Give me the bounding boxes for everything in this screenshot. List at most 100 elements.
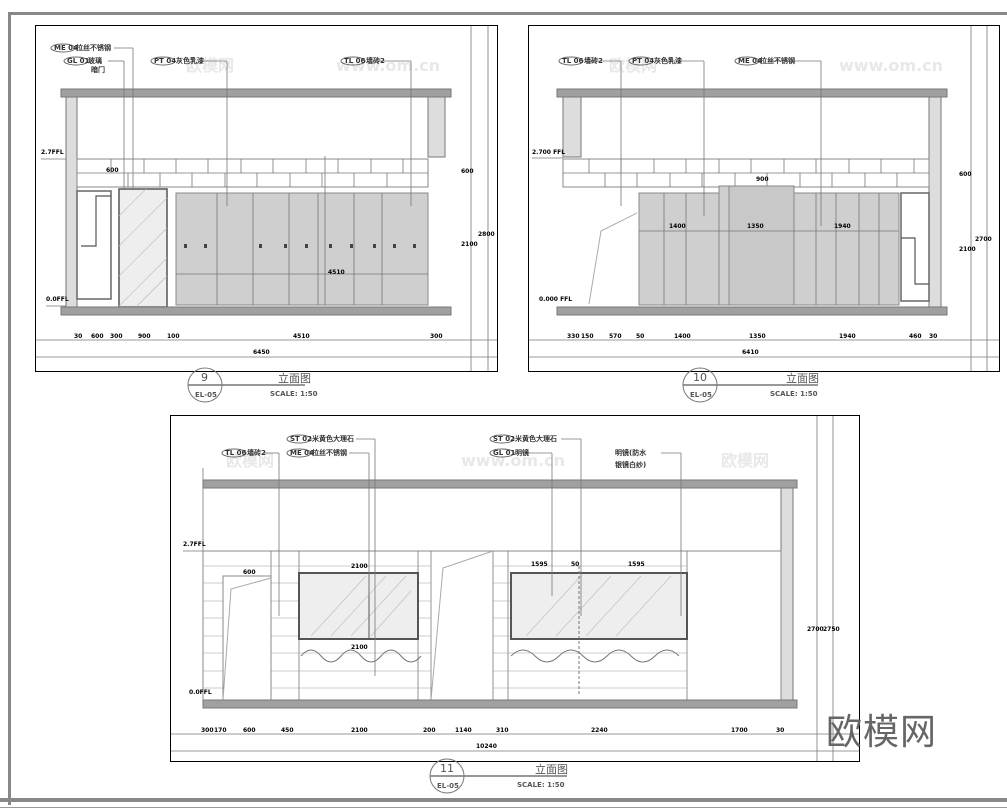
svg-text:拉丝不锈钢: 拉丝不锈钢 <box>76 43 111 52</box>
svg-text:30: 30 <box>929 333 937 340</box>
material-tag: ME 04 拉丝不锈钢 <box>734 56 795 66</box>
svg-text:米黄色大理石: 米黄色大理石 <box>311 434 354 443</box>
sheet-bottom-line <box>0 807 1007 808</box>
svg-text:1400: 1400 <box>674 333 691 340</box>
svg-text:600: 600 <box>106 167 119 174</box>
svg-text:TL 06: TL 06 <box>344 57 366 65</box>
material-tag: TL 06 墙砖2 <box>340 56 385 66</box>
svg-text:SCALE: 1:50: SCALE: 1:50 <box>517 781 565 789</box>
svg-text:EL-05: EL-05 <box>690 391 712 399</box>
svg-text:1140: 1140 <box>455 727 472 734</box>
svg-text:SCALE: 1:50: SCALE: 1:50 <box>770 390 818 398</box>
svg-text:墙砖2: 墙砖2 <box>366 56 385 65</box>
svg-text:立面图: 立面图 <box>786 371 819 385</box>
svg-text:600: 600 <box>243 569 256 576</box>
material-tag: GL 01 玻璃 暗门 <box>63 56 105 74</box>
svg-text:1940: 1940 <box>839 333 856 340</box>
svg-text:PT 04: PT 04 <box>632 57 654 65</box>
svg-text:2700: 2700 <box>807 626 824 633</box>
svg-text:600: 600 <box>461 168 474 175</box>
svg-text:GL 01: GL 01 <box>67 57 90 65</box>
svg-text:暗门: 暗门 <box>91 65 105 74</box>
elevation-9-drawing: 欧模网 www.om.cn <box>36 26 497 371</box>
svg-text:1595: 1595 <box>531 561 548 568</box>
svg-text:2100: 2100 <box>351 563 368 570</box>
svg-text:1595: 1595 <box>628 561 645 568</box>
elevation-10-drawing: 欧模网 www.om.cn <box>529 26 999 371</box>
svg-text:4510: 4510 <box>328 269 345 276</box>
material-tag: PT 04 灰色乳漆 <box>628 56 682 66</box>
elevation-panel-11: 欧模网 www.om.cn 欧模网 <box>170 415 860 762</box>
svg-text:ST 02: ST 02 <box>290 435 312 443</box>
elevation-panel-9: 欧模网 www.om.cn <box>35 25 498 372</box>
svg-text:TL 06: TL 06 <box>562 57 584 65</box>
svg-text:欧模网: 欧模网 <box>721 451 769 470</box>
material-tag: 明镜(防水 银镜白纱) <box>615 448 647 469</box>
elevation-panel-10: 欧模网 www.om.cn <box>528 25 1000 372</box>
svg-text:ME 04: ME 04 <box>738 57 762 65</box>
svg-text:1350: 1350 <box>747 223 764 230</box>
material-tag: ST 02 米黄色大理石 <box>286 434 354 444</box>
svg-text:900: 900 <box>756 176 769 183</box>
svg-text:4510: 4510 <box>293 333 310 340</box>
svg-text:2100: 2100 <box>461 241 478 248</box>
svg-text:SCALE: 1:50: SCALE: 1:50 <box>270 390 318 398</box>
dimension-chain: 300 170 600 450 2100 200 1140 310 2240 1… <box>201 727 784 750</box>
svg-text:墙砖2: 墙砖2 <box>247 448 266 457</box>
svg-text:2700: 2700 <box>975 236 992 243</box>
svg-text:9: 9 <box>201 371 208 384</box>
svg-text:2.700 FFL: 2.700 FFL <box>532 149 565 156</box>
svg-text:玻璃: 玻璃 <box>88 56 102 65</box>
svg-text:2100: 2100 <box>351 727 368 734</box>
svg-text:2.7FFL: 2.7FFL <box>41 149 64 156</box>
svg-text:600: 600 <box>91 333 104 340</box>
elevation-10-title: 10 EL-05 立面图 SCALE: 1:50 <box>682 367 819 403</box>
svg-text:10: 10 <box>693 371 707 384</box>
svg-text:银镜白纱): 银镜白纱) <box>615 460 646 469</box>
svg-text:灰色乳漆: 灰色乳漆 <box>176 56 204 65</box>
svg-text:11: 11 <box>440 762 454 775</box>
elevation-11-drawing: 欧模网 www.om.cn 欧模网 <box>171 416 859 761</box>
svg-text:TL 06: TL 06 <box>225 449 247 457</box>
svg-text:ME 04: ME 04 <box>290 449 314 457</box>
svg-text:灰色乳漆: 灰色乳漆 <box>654 56 682 65</box>
material-tag: ME 04 拉丝不锈钢 <box>286 448 347 458</box>
svg-text:50: 50 <box>571 561 579 568</box>
svg-text:墙砖2: 墙砖2 <box>584 56 603 65</box>
sheet-bottom-border <box>0 798 1007 802</box>
sheet-border <box>8 12 1007 805</box>
svg-text:1350: 1350 <box>749 333 766 340</box>
svg-text:310: 310 <box>496 727 509 734</box>
dimension-chain: 330 150 570 50 1400 1350 1940 460 30 641… <box>567 333 937 356</box>
svg-text:www.om.cn: www.om.cn <box>461 451 565 470</box>
material-tag: TL 06 墙砖2 <box>558 56 603 66</box>
svg-text:2100: 2100 <box>959 246 976 253</box>
svg-text:米黄色大理石: 米黄色大理石 <box>514 434 557 443</box>
svg-text:欧模网: 欧模网 <box>226 451 274 470</box>
material-tag: GL 01 明镜 <box>489 448 529 458</box>
watermark-logo: 欧模网 <box>826 712 938 753</box>
material-tag: ME 04 拉丝不锈钢 <box>50 43 111 53</box>
svg-text:2100: 2100 <box>351 644 368 651</box>
svg-text:立面图: 立面图 <box>535 762 568 776</box>
svg-text:330: 330 <box>567 333 580 340</box>
svg-text:0.0FFL: 0.0FFL <box>46 296 69 303</box>
svg-text:450: 450 <box>281 727 294 734</box>
svg-text:30: 30 <box>776 727 784 734</box>
material-tag: TL 06 墙砖2 <box>221 448 266 458</box>
svg-text:6450: 6450 <box>253 349 270 356</box>
svg-text:100: 100 <box>167 333 180 340</box>
svg-text:300: 300 <box>201 727 214 734</box>
svg-text:600: 600 <box>959 171 972 178</box>
svg-text:1700: 1700 <box>731 727 748 734</box>
svg-text:拉丝不锈钢: 拉丝不锈钢 <box>312 448 347 457</box>
svg-text:EL-05: EL-05 <box>195 391 217 399</box>
svg-text:200: 200 <box>423 727 436 734</box>
svg-text:460: 460 <box>909 333 922 340</box>
svg-text:900: 900 <box>138 333 151 340</box>
svg-text:1940: 1940 <box>834 223 851 230</box>
material-tag: PT 04 灰色乳漆 <box>150 56 204 66</box>
svg-text:10240: 10240 <box>476 743 497 750</box>
svg-text:1400: 1400 <box>669 223 686 230</box>
dimension-chain: 30 600 300 900 100 4510 300 6450 <box>74 333 443 356</box>
